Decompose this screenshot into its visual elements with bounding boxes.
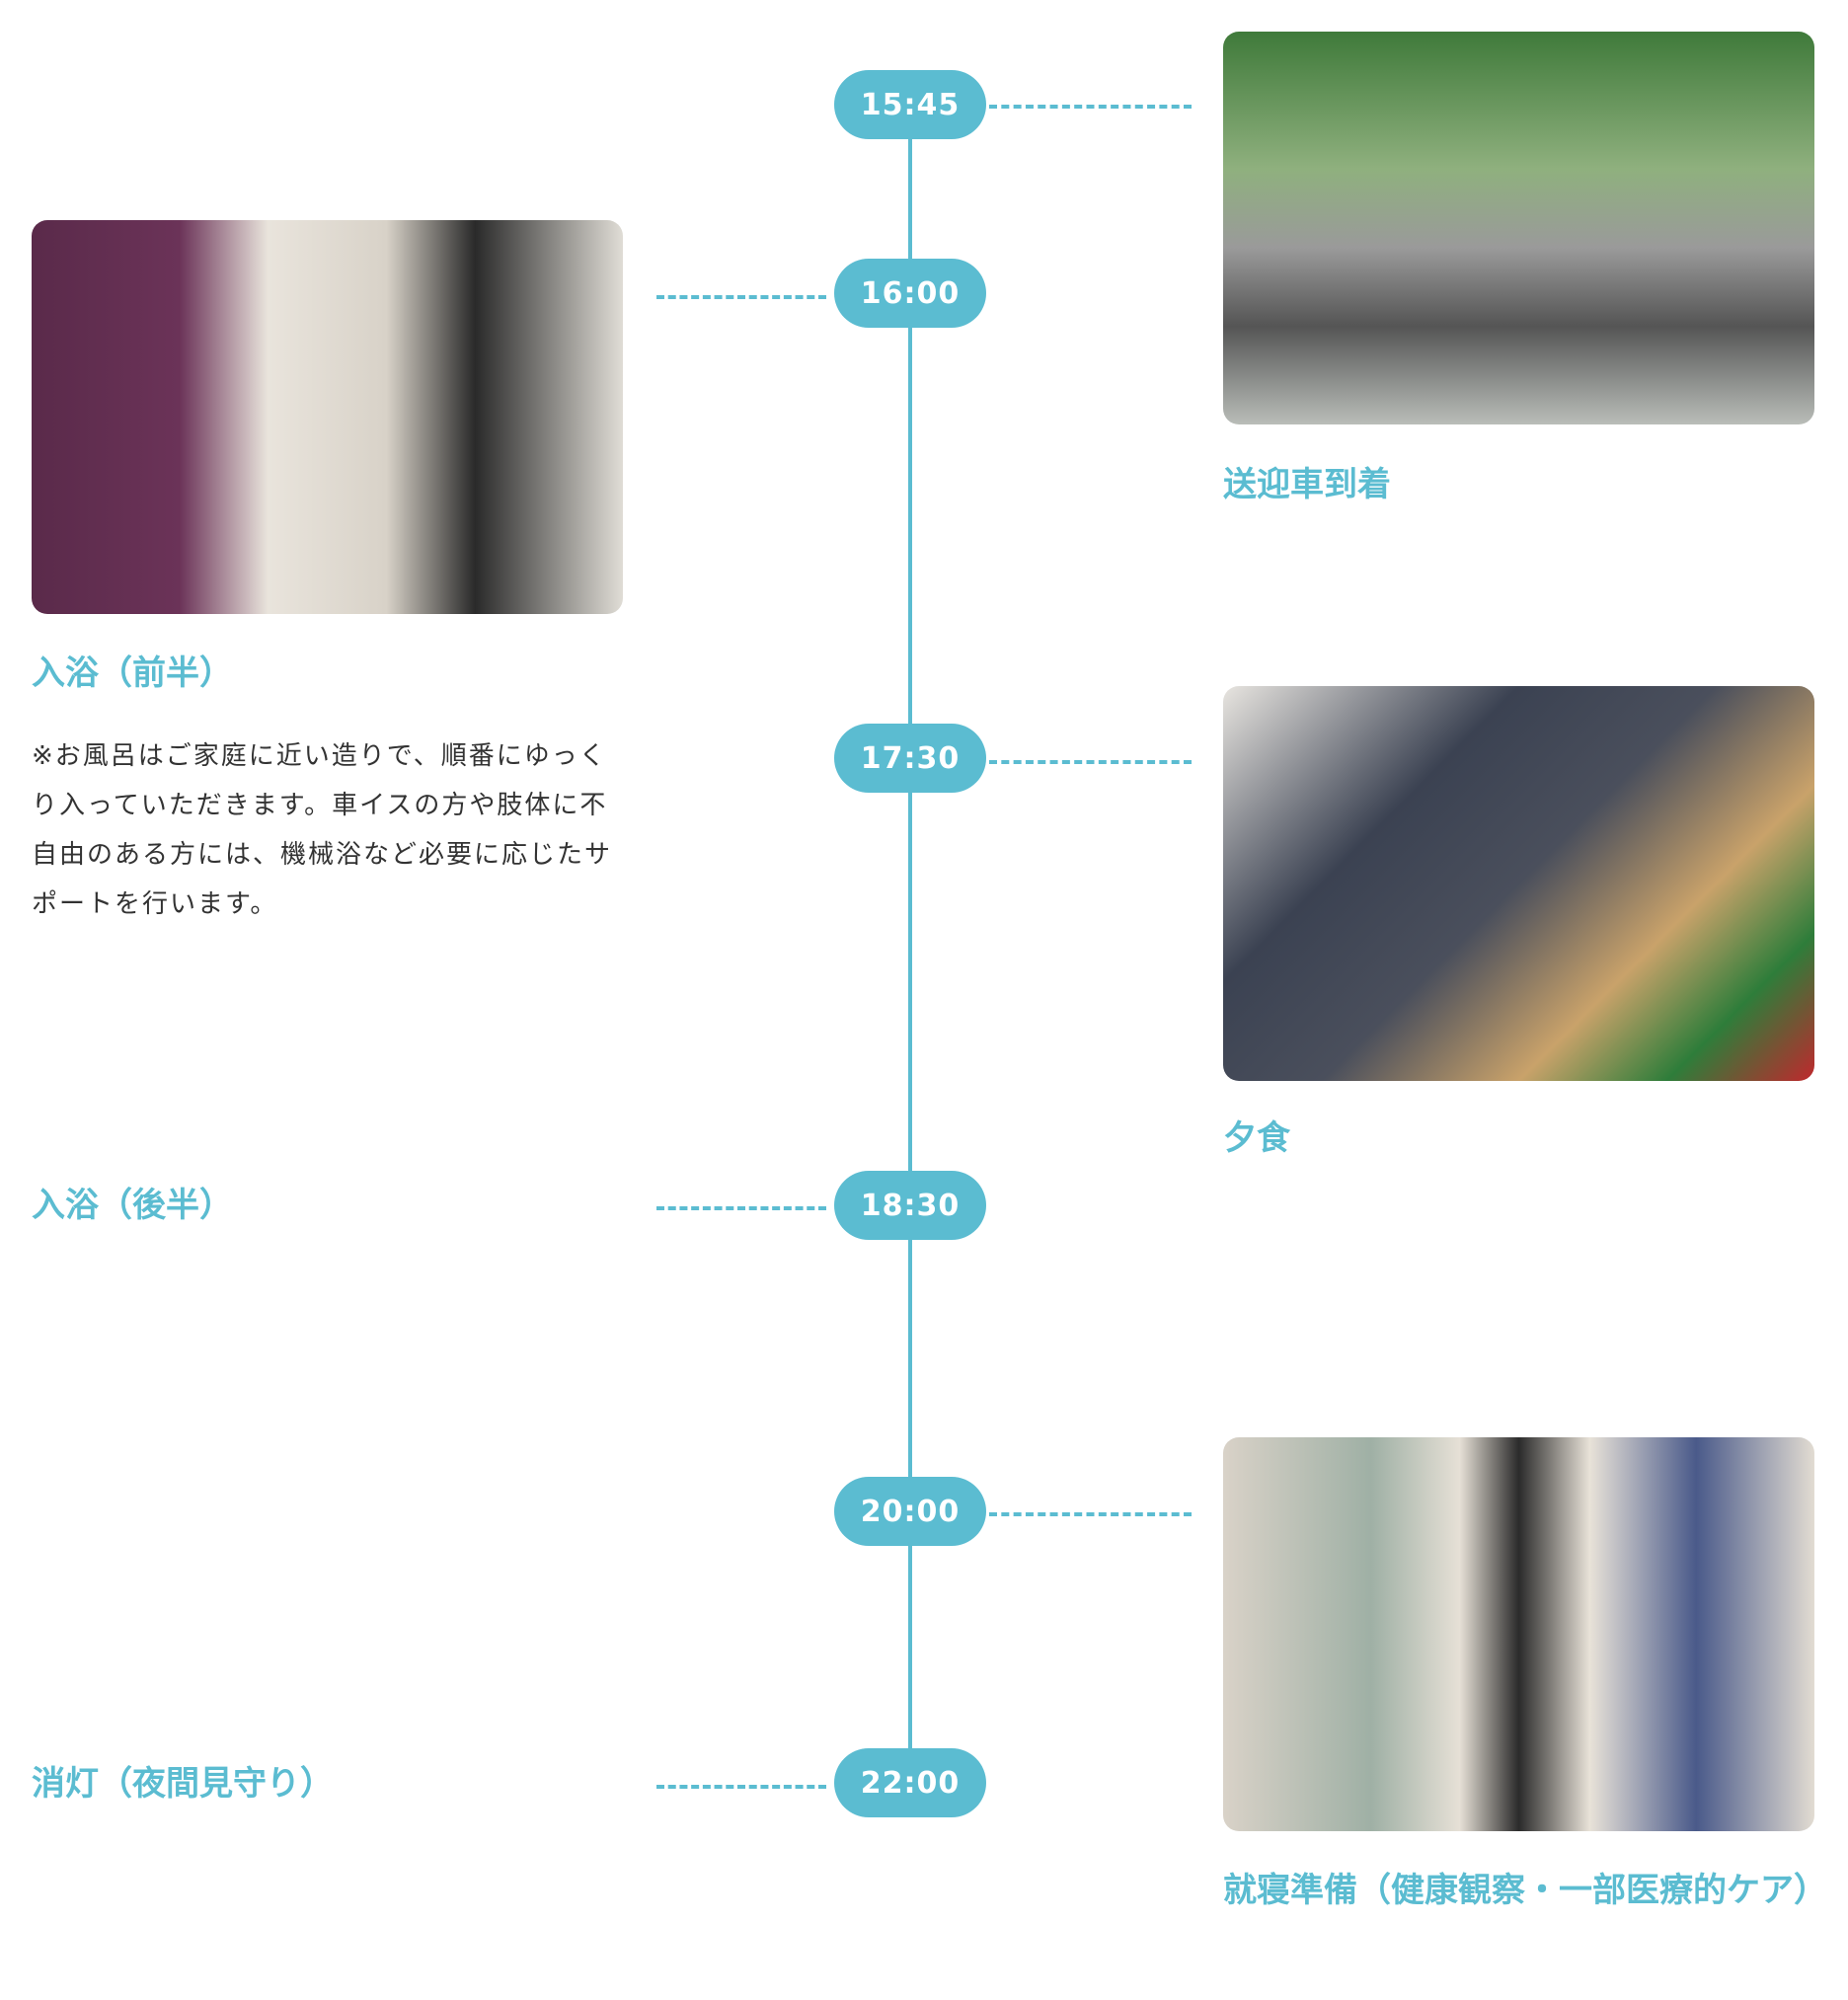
bedtime-prep-photo [1223, 1437, 1814, 1831]
schedule-title: 就寝準備（健康観察・一部医療的ケア） [1223, 1871, 1827, 1910]
schedule-title: 入浴（前半） [32, 654, 233, 693]
connector-line [989, 105, 1192, 109]
schedule-title: 入浴（後半） [32, 1186, 233, 1225]
connector-line [656, 1785, 826, 1789]
connector-line [989, 760, 1192, 764]
schedule-title: 送迎車到着 [1223, 465, 1391, 504]
time-badge: 17:30 [834, 724, 986, 793]
connector-line [656, 295, 826, 299]
time-badge: 16:00 [834, 259, 986, 328]
time-badge: 20:00 [834, 1477, 986, 1546]
connector-line [656, 1206, 826, 1210]
schedule-title: 夕食 [1223, 1118, 1290, 1158]
timeline-line [908, 105, 912, 1783]
schedule-description: ※お風呂はご家庭に近い造りで、順番にゆっくり入っていただきます。車イスの方や肢体… [32, 741, 613, 919]
time-badge: 15:45 [834, 70, 986, 139]
connector-line [989, 1512, 1192, 1516]
time-badge: 22:00 [834, 1748, 986, 1817]
pickup-van-arrival-photo [1223, 32, 1814, 424]
time-badge: 18:30 [834, 1171, 986, 1240]
bathing-hair-dry-photo [32, 220, 623, 614]
dinner-photo [1223, 686, 1814, 1081]
schedule-title: 消灯（夜間見守り） [32, 1764, 334, 1804]
